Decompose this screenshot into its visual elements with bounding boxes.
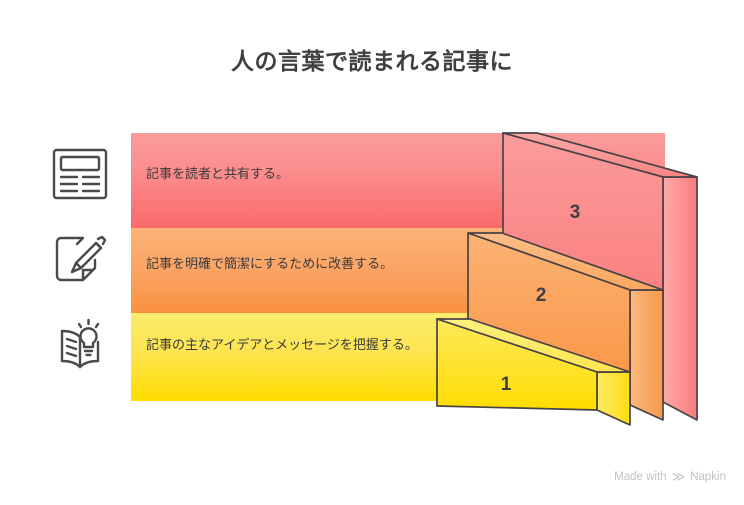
- book-lightbulb-icon: [48, 313, 112, 377]
- pencil-page-icon: [48, 228, 112, 292]
- footer-brand-label: Napkin: [690, 470, 726, 483]
- band-step-3: 記事を読者と共有する。: [131, 133, 665, 228]
- napkin-watermark: Made with ≫ Napkin: [614, 470, 726, 483]
- band-step-1: 記事の主なアイデアとメッセージを把握する。: [131, 313, 665, 401]
- band-label-step-2: 記事を明確で簡潔にするために改善する。: [146, 256, 394, 271]
- band-step-2: 記事を明確で簡潔にするために改善する。: [131, 228, 665, 313]
- napkin-logo-icon: ≫: [671, 469, 686, 484]
- document-icon: [48, 142, 112, 206]
- footer-made-with-label: Made with: [614, 470, 667, 483]
- page-title: 人の言葉で読まれる記事に: [231, 48, 513, 74]
- band-label-step-1: 記事の主なアイデアとメッセージを把握する。: [146, 337, 418, 352]
- band-label-step-3: 記事を読者と共有する。: [146, 166, 290, 181]
